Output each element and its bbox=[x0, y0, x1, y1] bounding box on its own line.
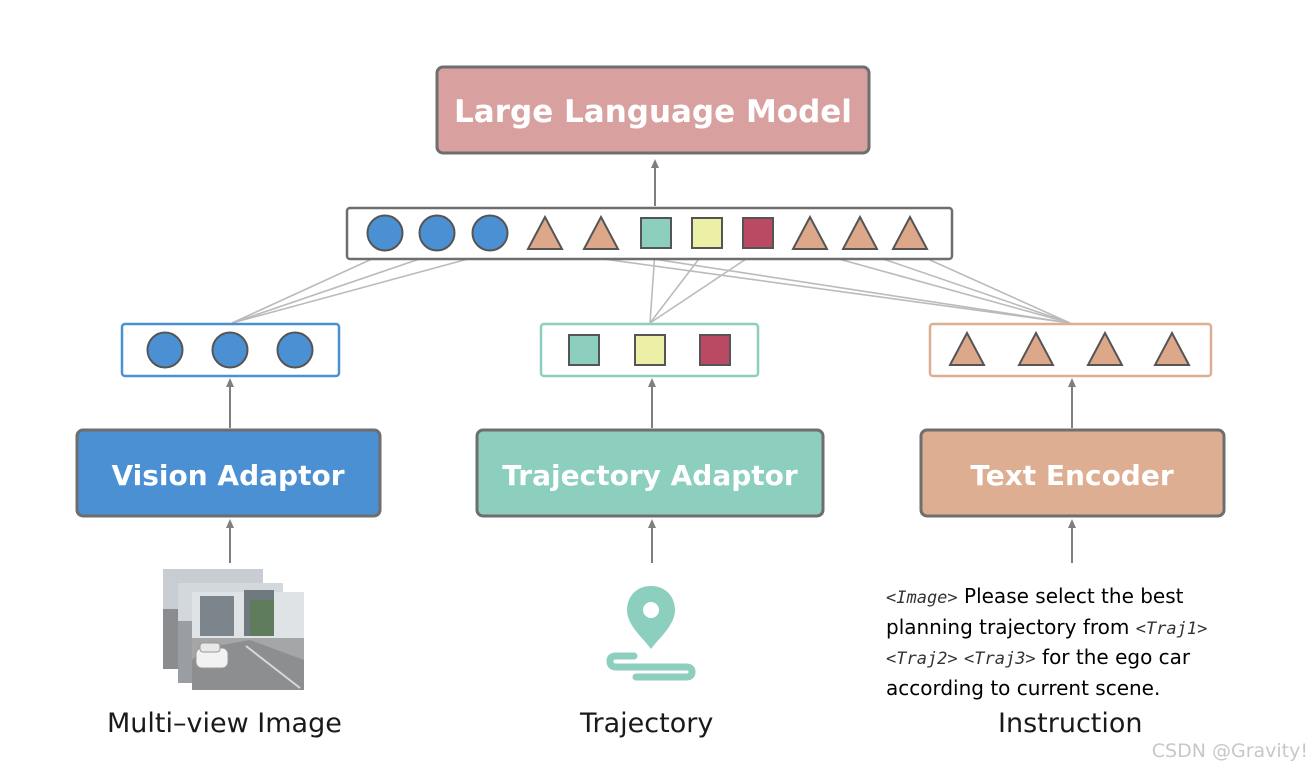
vision-token bbox=[146, 331, 184, 369]
location-pin-icon bbox=[606, 586, 696, 681]
text-token bbox=[891, 214, 929, 250]
text-token-group bbox=[928, 322, 1213, 378]
arrows bbox=[226, 159, 1076, 563]
connector-lines bbox=[231, 250, 1071, 324]
text-token bbox=[1086, 330, 1124, 366]
connector-line bbox=[649, 250, 759, 324]
text-token bbox=[948, 330, 986, 366]
text-encoder-box: Text Encoder bbox=[919, 428, 1226, 518]
vision-token bbox=[276, 331, 314, 369]
trajectory-token bbox=[691, 217, 723, 249]
vision-adaptor-label: Vision Adaptor bbox=[111, 459, 344, 492]
trajectory-token bbox=[568, 334, 600, 366]
watermark: CSDN @Gravity! bbox=[1151, 740, 1308, 762]
instruction-text-part2: for the ego car according to current sce… bbox=[886, 645, 1191, 700]
text-encoder-label: Text Encoder bbox=[970, 459, 1173, 492]
caption-multi-view-image: Multi–view Image bbox=[107, 708, 342, 739]
combined-token-sequence bbox=[345, 206, 954, 261]
vision-adaptor-box: Vision Adaptor bbox=[75, 428, 382, 518]
vision-token bbox=[366, 214, 404, 252]
text-token bbox=[582, 214, 620, 250]
text-token bbox=[791, 214, 829, 250]
trajectory-adaptor-label: Trajectory Adaptor bbox=[502, 459, 798, 492]
instruction-prompt: <Image> Please select the best planning … bbox=[886, 582, 1276, 702]
llm-box: Large Language Model bbox=[435, 65, 871, 155]
text-token bbox=[1153, 330, 1191, 366]
trajectory-token bbox=[640, 217, 672, 249]
trajectory-token bbox=[634, 334, 666, 366]
connector-line bbox=[809, 250, 1071, 324]
connector-line bbox=[859, 250, 1071, 324]
connector-line bbox=[600, 250, 1071, 324]
connector-line bbox=[909, 250, 1071, 324]
text-token bbox=[1017, 330, 1055, 366]
traj1-tag: <Traj1> bbox=[1135, 618, 1208, 639]
llm-label: Large Language Model bbox=[454, 94, 852, 130]
trajectory-adaptor-box: Trajectory Adaptor bbox=[475, 428, 825, 518]
trajectory-token bbox=[742, 217, 774, 249]
vision-token bbox=[418, 214, 456, 252]
text-token bbox=[526, 214, 564, 250]
connector-line bbox=[649, 250, 706, 324]
connector-line bbox=[231, 252, 491, 324]
text-token bbox=[841, 214, 879, 250]
vision-token bbox=[211, 331, 249, 369]
image-tag: <Image> bbox=[886, 588, 958, 608]
instruction-text-part1: Please select the best planning trajecto… bbox=[886, 584, 1184, 639]
multi-view-image-stack bbox=[163, 569, 304, 690]
vision-token bbox=[471, 214, 509, 252]
connector-line bbox=[544, 250, 1071, 324]
trajectory-token-group bbox=[539, 322, 760, 378]
caption-instruction: Instruction bbox=[998, 708, 1143, 739]
caption-trajectory: Trajectory bbox=[580, 708, 714, 739]
connector-line bbox=[231, 252, 386, 324]
vision-token-group bbox=[120, 322, 341, 378]
trajectory-token bbox=[699, 334, 731, 366]
traj2-tag: <Traj2> bbox=[886, 649, 958, 669]
connector-line bbox=[231, 252, 438, 324]
connector-line bbox=[649, 250, 656, 324]
traj3-tag: <Traj3> bbox=[964, 649, 1036, 669]
